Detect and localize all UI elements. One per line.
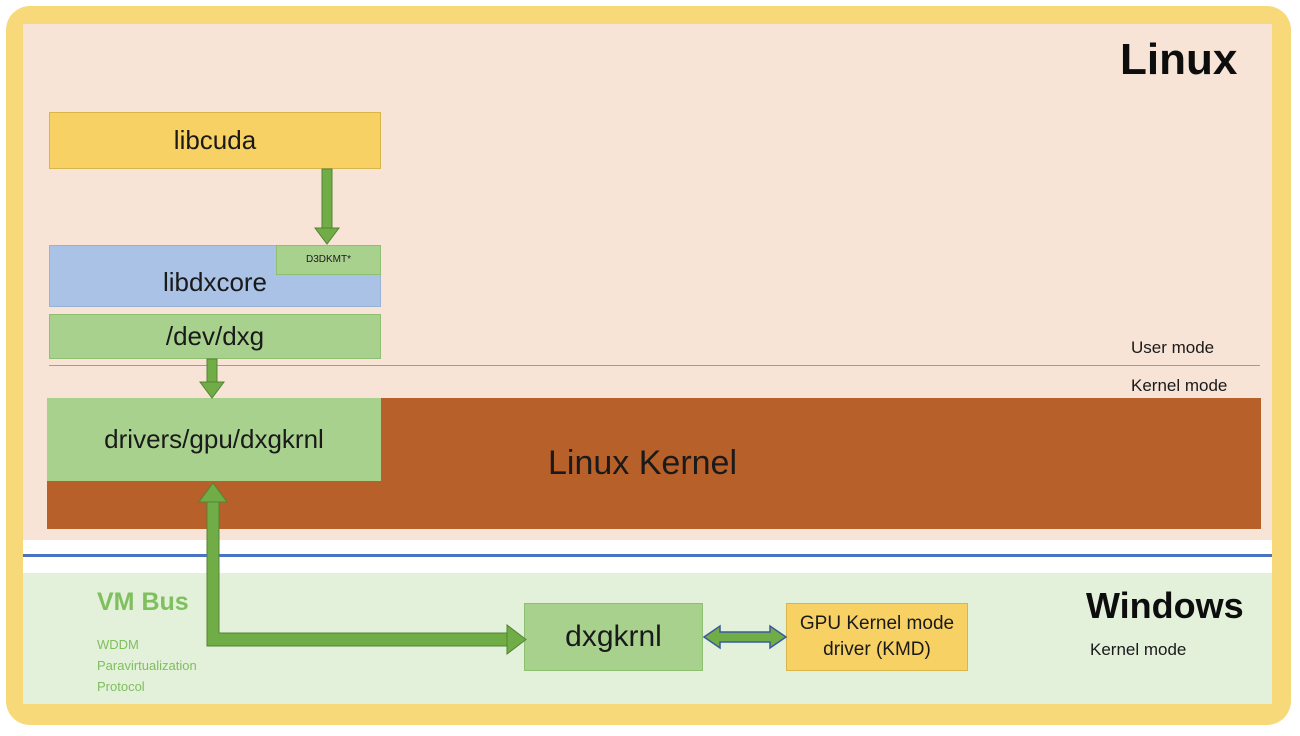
drivers-dxgkrnl-box: drivers/gpu/dxgkrnl	[47, 398, 381, 481]
dev-dxg-box: /dev/dxg	[49, 314, 381, 359]
d3dkmt-box: D3DKMT*	[276, 245, 381, 275]
arrow-libcuda-to-d3dkmt	[314, 168, 340, 245]
protocol-line-1: WDDM	[97, 637, 139, 652]
linux-kernel-label: Linux Kernel	[548, 444, 738, 482]
protocol-line-2: Paravirtualization	[97, 658, 197, 673]
kernel-mode-label-linux: Kernel mode	[1131, 376, 1228, 395]
linux-title: Linux	[1120, 35, 1238, 84]
protocol-line-3: Protocol	[97, 679, 145, 694]
libcuda-box: libcuda	[49, 112, 381, 169]
vmbus-protocol-text: WDDM Paravirtualization Protocol	[97, 634, 197, 697]
user-mode-label: User mode	[1131, 338, 1215, 357]
windows-title: Windows	[1086, 585, 1244, 626]
kmd-line-2: driver (KMD)	[823, 639, 931, 660]
gpu-kmd-box: GPU Kernel mode driver (KMD)	[786, 603, 968, 671]
user-kernel-boundary-line	[49, 365, 1260, 366]
arrow-vmbus-path	[198, 482, 527, 656]
arrow-dxgkrnl-kmd	[702, 624, 788, 650]
kmd-line-1: GPU Kernel mode	[799, 613, 955, 634]
kernel-mode-label-windows: Kernel mode	[1090, 640, 1187, 659]
dxgkrnl-box: dxgkrnl	[524, 603, 703, 671]
arrow-devdxg-to-drivers	[199, 358, 225, 399]
vm-boundary-line	[23, 554, 1272, 557]
vmbus-title: VM Bus	[97, 588, 189, 616]
